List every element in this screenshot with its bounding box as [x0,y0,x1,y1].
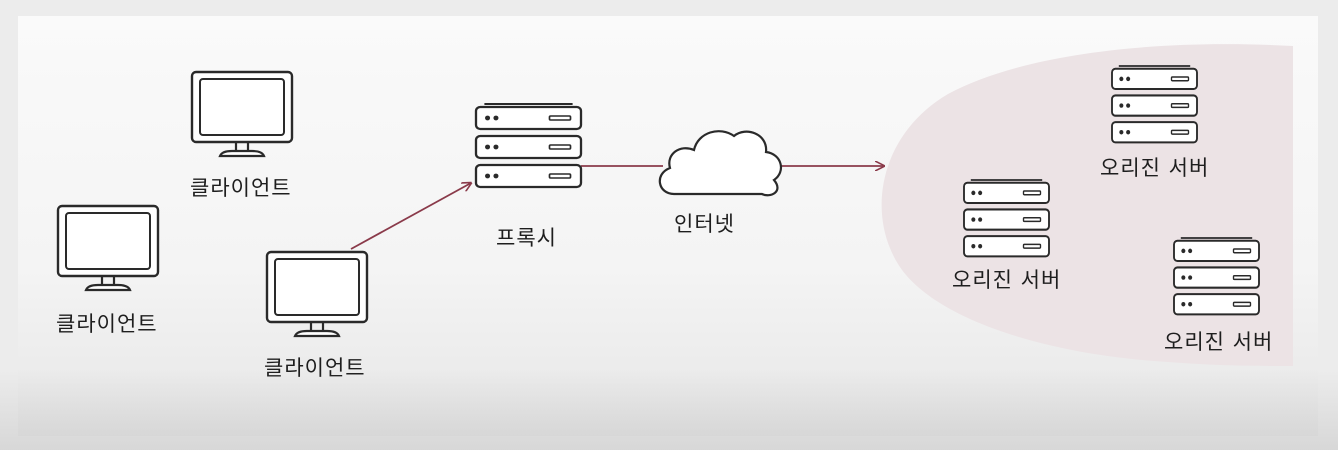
origin-server-top-icon [1112,66,1197,142]
proxy-label: 프록시 [496,226,557,250]
client-top-monitor-icon [190,70,294,158]
client-to-proxy-arrow [350,183,471,250]
origin-server-bottom-label: 오리진 서버 [1164,330,1274,354]
client-bottom-monitor-icon [265,250,369,338]
client-top-label: 클라이언트 [190,176,292,200]
client-left-monitor-icon [56,204,160,292]
client-left-label: 클라이언트 [56,312,158,336]
origin-region [881,44,1293,366]
proxy-server-icon [476,104,581,187]
origin-server-mid-icon [964,180,1049,256]
client-bottom-label: 클라이언트 [264,356,366,380]
diagram-canvas: 클라이언트 클라이언트 클라이언트 프록시 인터넷 오리진 서버 오리진 서버 … [18,16,1318,436]
origin-server-mid-label: 오리진 서버 [952,268,1062,292]
origin-server-bottom-icon [1174,238,1259,314]
origin-server-top-label: 오리진 서버 [1100,156,1210,180]
internet-cloud-icon [658,130,783,197]
internet-label: 인터넷 [674,212,735,236]
diagram-graphics [56,44,1293,366]
